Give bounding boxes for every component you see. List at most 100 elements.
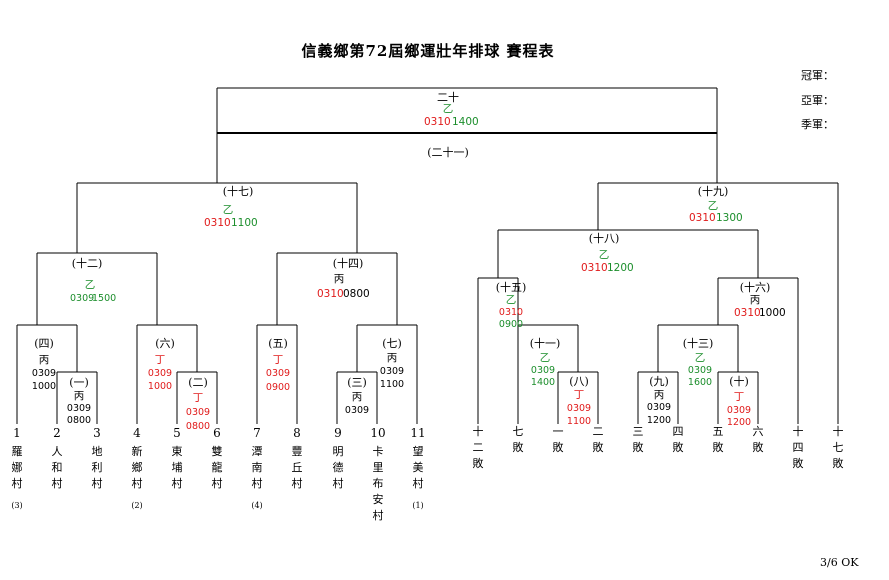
match-20-label: 二十 (437, 91, 459, 104)
match-2-date: 0309 (185, 407, 211, 418)
match-11-court: 乙 (539, 352, 551, 364)
match-9-label: (九) (649, 375, 669, 388)
match-4-date: 0309 (31, 368, 57, 379)
match-15-label: (十五) (495, 281, 527, 294)
match-11-label: (十一) (529, 337, 561, 350)
team-name: 豐丘村 (291, 445, 303, 490)
match-5-date: 0309 (265, 368, 291, 379)
match-18-court: 乙 (598, 249, 610, 261)
match-12-time: 1500 (92, 293, 117, 304)
team-seed: (3) (11, 501, 23, 510)
team-name: 羅娜村 (11, 445, 23, 490)
page-title: 信義鄉第72屆鄉運壯年排球 賽程表 (301, 42, 555, 60)
match-13-date: 0309 (687, 365, 713, 376)
match-17-time: 1100 (231, 217, 258, 229)
match-21-label: (二十一) (427, 146, 469, 159)
team-number: 2 (53, 426, 61, 440)
team-name: 新鄉村 (131, 445, 143, 490)
match-20-court: 乙 (442, 103, 454, 115)
match-13-label: (十三) (682, 337, 714, 350)
match-13-time: 1600 (687, 377, 713, 388)
match-15-date: 0310 (498, 307, 524, 318)
team-name: 明德村 (332, 445, 344, 490)
team-name: 地利村 (91, 445, 103, 490)
match-14-court: 丙 (333, 273, 345, 285)
match-2-time: 0800 (185, 421, 211, 432)
loser-slot: 一敗 (552, 425, 564, 454)
team-number: 9 (334, 426, 342, 440)
match-6-time: 1000 (147, 381, 173, 392)
match-15-time: 0900 (498, 319, 524, 330)
loser-slot: 十四敗 (792, 425, 804, 470)
match-12-date: 0309 (70, 293, 95, 304)
team-name: 東埔村 (171, 445, 183, 490)
match-15-court: 乙 (505, 294, 517, 306)
match-18-time: 1200 (607, 262, 634, 274)
match-16-time: 1000 (759, 307, 786, 319)
team-number: 11 (410, 426, 426, 440)
team-name: 卡里布安村 (372, 445, 384, 522)
match-17-court: 乙 (222, 204, 234, 216)
team-number: 3 (93, 426, 101, 440)
match-9-date: 0309 (646, 402, 672, 413)
match-7-label: (七) (382, 337, 402, 350)
match-4-court: 丙 (38, 354, 50, 366)
match-17-date: 0310 (204, 217, 231, 229)
match-18-date: 0310 (581, 262, 608, 274)
match-8-time: 1100 (566, 416, 592, 427)
team-name: 潭南村 (251, 445, 263, 490)
match-2-court: 丁 (192, 392, 204, 404)
team-name: 望美村 (412, 445, 424, 490)
match-5-court: 丁 (272, 354, 284, 366)
match-5-label: (五) (268, 337, 288, 350)
match-7-court: 丙 (386, 352, 398, 364)
match-12-court: 乙 (84, 279, 96, 291)
match-1-date: 0309 (66, 403, 92, 414)
match-14-date: 0310 (317, 288, 344, 300)
team-name: 雙龍村 (211, 445, 223, 490)
match-1-label: (一) (69, 376, 89, 389)
match-3-label: (三) (347, 376, 367, 389)
match-9-time: 1200 (646, 415, 672, 426)
loser-slot: 六敗 (752, 425, 764, 454)
team-number: 6 (213, 426, 221, 440)
team-seed: (4) (251, 501, 263, 510)
team-number: 1 (13, 426, 21, 440)
match-16-label: (十六) (739, 281, 771, 294)
match-3-date: 0309 (344, 405, 370, 416)
match-6-court: 丁 (154, 354, 166, 366)
match-12-label: (十二) (71, 257, 103, 270)
team-number: 10 (370, 426, 386, 440)
team-name: 人和村 (51, 445, 63, 490)
team-seed: (2) (131, 501, 143, 510)
third-place-label: 季軍： (801, 118, 834, 131)
match-6-label: (六) (155, 337, 175, 350)
match-2-label: (二) (188, 376, 208, 389)
match-14-time: 0800 (343, 288, 370, 300)
loser-slot: 十七敗 (832, 425, 844, 470)
match-5-time: 0900 (265, 382, 291, 393)
page-footer: 3/6 OK (820, 556, 859, 569)
team-number: 4 (133, 426, 141, 440)
match-10-court: 丁 (733, 391, 745, 403)
match-10-date: 0309 (726, 405, 752, 416)
match-11-date: 0309 (530, 365, 556, 376)
team-seed: (1) (412, 501, 424, 510)
match-20-date: 0310 (424, 116, 451, 128)
loser-slot: 七敗 (512, 425, 524, 454)
runner-up-label: 亞軍： (801, 94, 834, 107)
loser-slot: 三敗 (632, 425, 644, 454)
match-1-court: 丙 (73, 390, 85, 402)
loser-slot: 五敗 (712, 425, 724, 454)
match-6-date: 0309 (147, 368, 173, 379)
match-1-time: 0800 (66, 415, 92, 426)
match-19-label: (十九) (697, 185, 729, 198)
match-7-time: 1100 (379, 379, 405, 390)
match-10-time: 1200 (726, 417, 752, 428)
match-8-date: 0309 (566, 403, 592, 414)
match-20-time: 1400 (452, 116, 479, 128)
loser-slot: 四敗 (672, 425, 684, 454)
team-number: 7 (253, 426, 261, 440)
match-4-label: (四) (34, 337, 54, 350)
